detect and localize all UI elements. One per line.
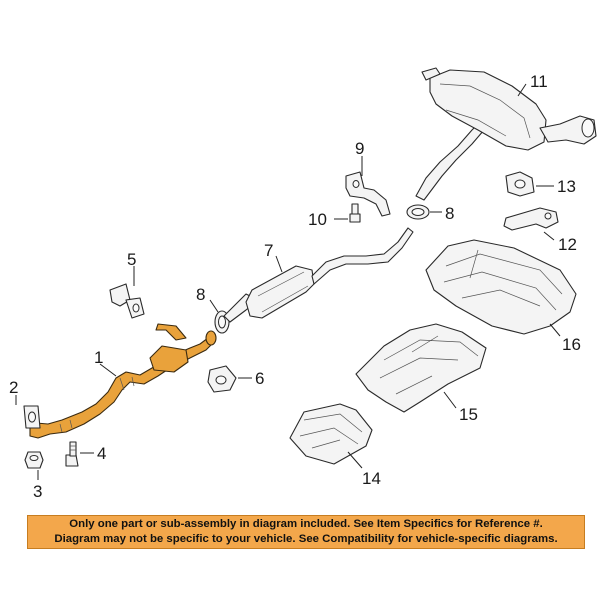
callout-8-upper: 8 [445,204,454,223]
callout-15: 15 [459,405,478,424]
callout-13: 13 [557,177,576,196]
part-10-bolt[interactable] [349,203,361,223]
part-16-heat-shield[interactable] [425,239,577,335]
part-11-muffler[interactable] [415,67,597,201]
disclaimer-banner: Only one part or sub-assembly in diagram… [27,515,585,549]
callout-12: 12 [558,235,577,254]
part-13-insulator[interactable] [505,171,535,197]
leader-7 [275,255,283,273]
callout-16: 16 [562,335,581,354]
leader-15 [443,391,457,409]
callout-11: 11 [530,72,548,91]
callout-8-lower: 8 [196,285,205,304]
part-7-intermediate-pipe[interactable] [223,227,414,323]
callout-14: 14 [362,469,381,488]
leader-12 [543,231,555,241]
leader-11 [517,83,527,97]
callout-1: 1 [94,348,103,367]
part-12-bracket[interactable] [503,207,559,231]
disclaimer-line-2: Diagram may not be specific to your vehi… [54,533,558,545]
part-3-nut[interactable] [24,451,44,469]
leader-8-lower [209,299,219,313]
callout-4: 4 [97,444,106,463]
part-14-heat-shield[interactable] [289,403,373,465]
disclaimer-line-1: Only one part or sub-assembly in diagram… [69,518,543,530]
leader-14 [347,451,363,469]
callout-7: 7 [264,241,273,260]
leader-16 [549,323,561,337]
callout-3: 3 [33,482,42,501]
part-15-heat-shield[interactable] [355,323,487,413]
callout-2: 2 [9,378,18,397]
part-4-stud[interactable] [65,441,79,467]
callout-9: 9 [355,139,364,158]
callout-6: 6 [255,369,264,388]
part-6-insulator[interactable] [207,365,237,393]
part-2-gasket[interactable] [23,405,41,429]
part-5-bracket[interactable] [109,283,145,319]
leader-1 [99,363,117,377]
callout-5: 5 [127,250,136,269]
part-8-clamp-upper[interactable] [406,204,430,220]
part-1-front-pipe[interactable] [29,323,217,439]
part-9-hanger[interactable] [345,171,391,217]
callout-10: 10 [308,210,327,229]
